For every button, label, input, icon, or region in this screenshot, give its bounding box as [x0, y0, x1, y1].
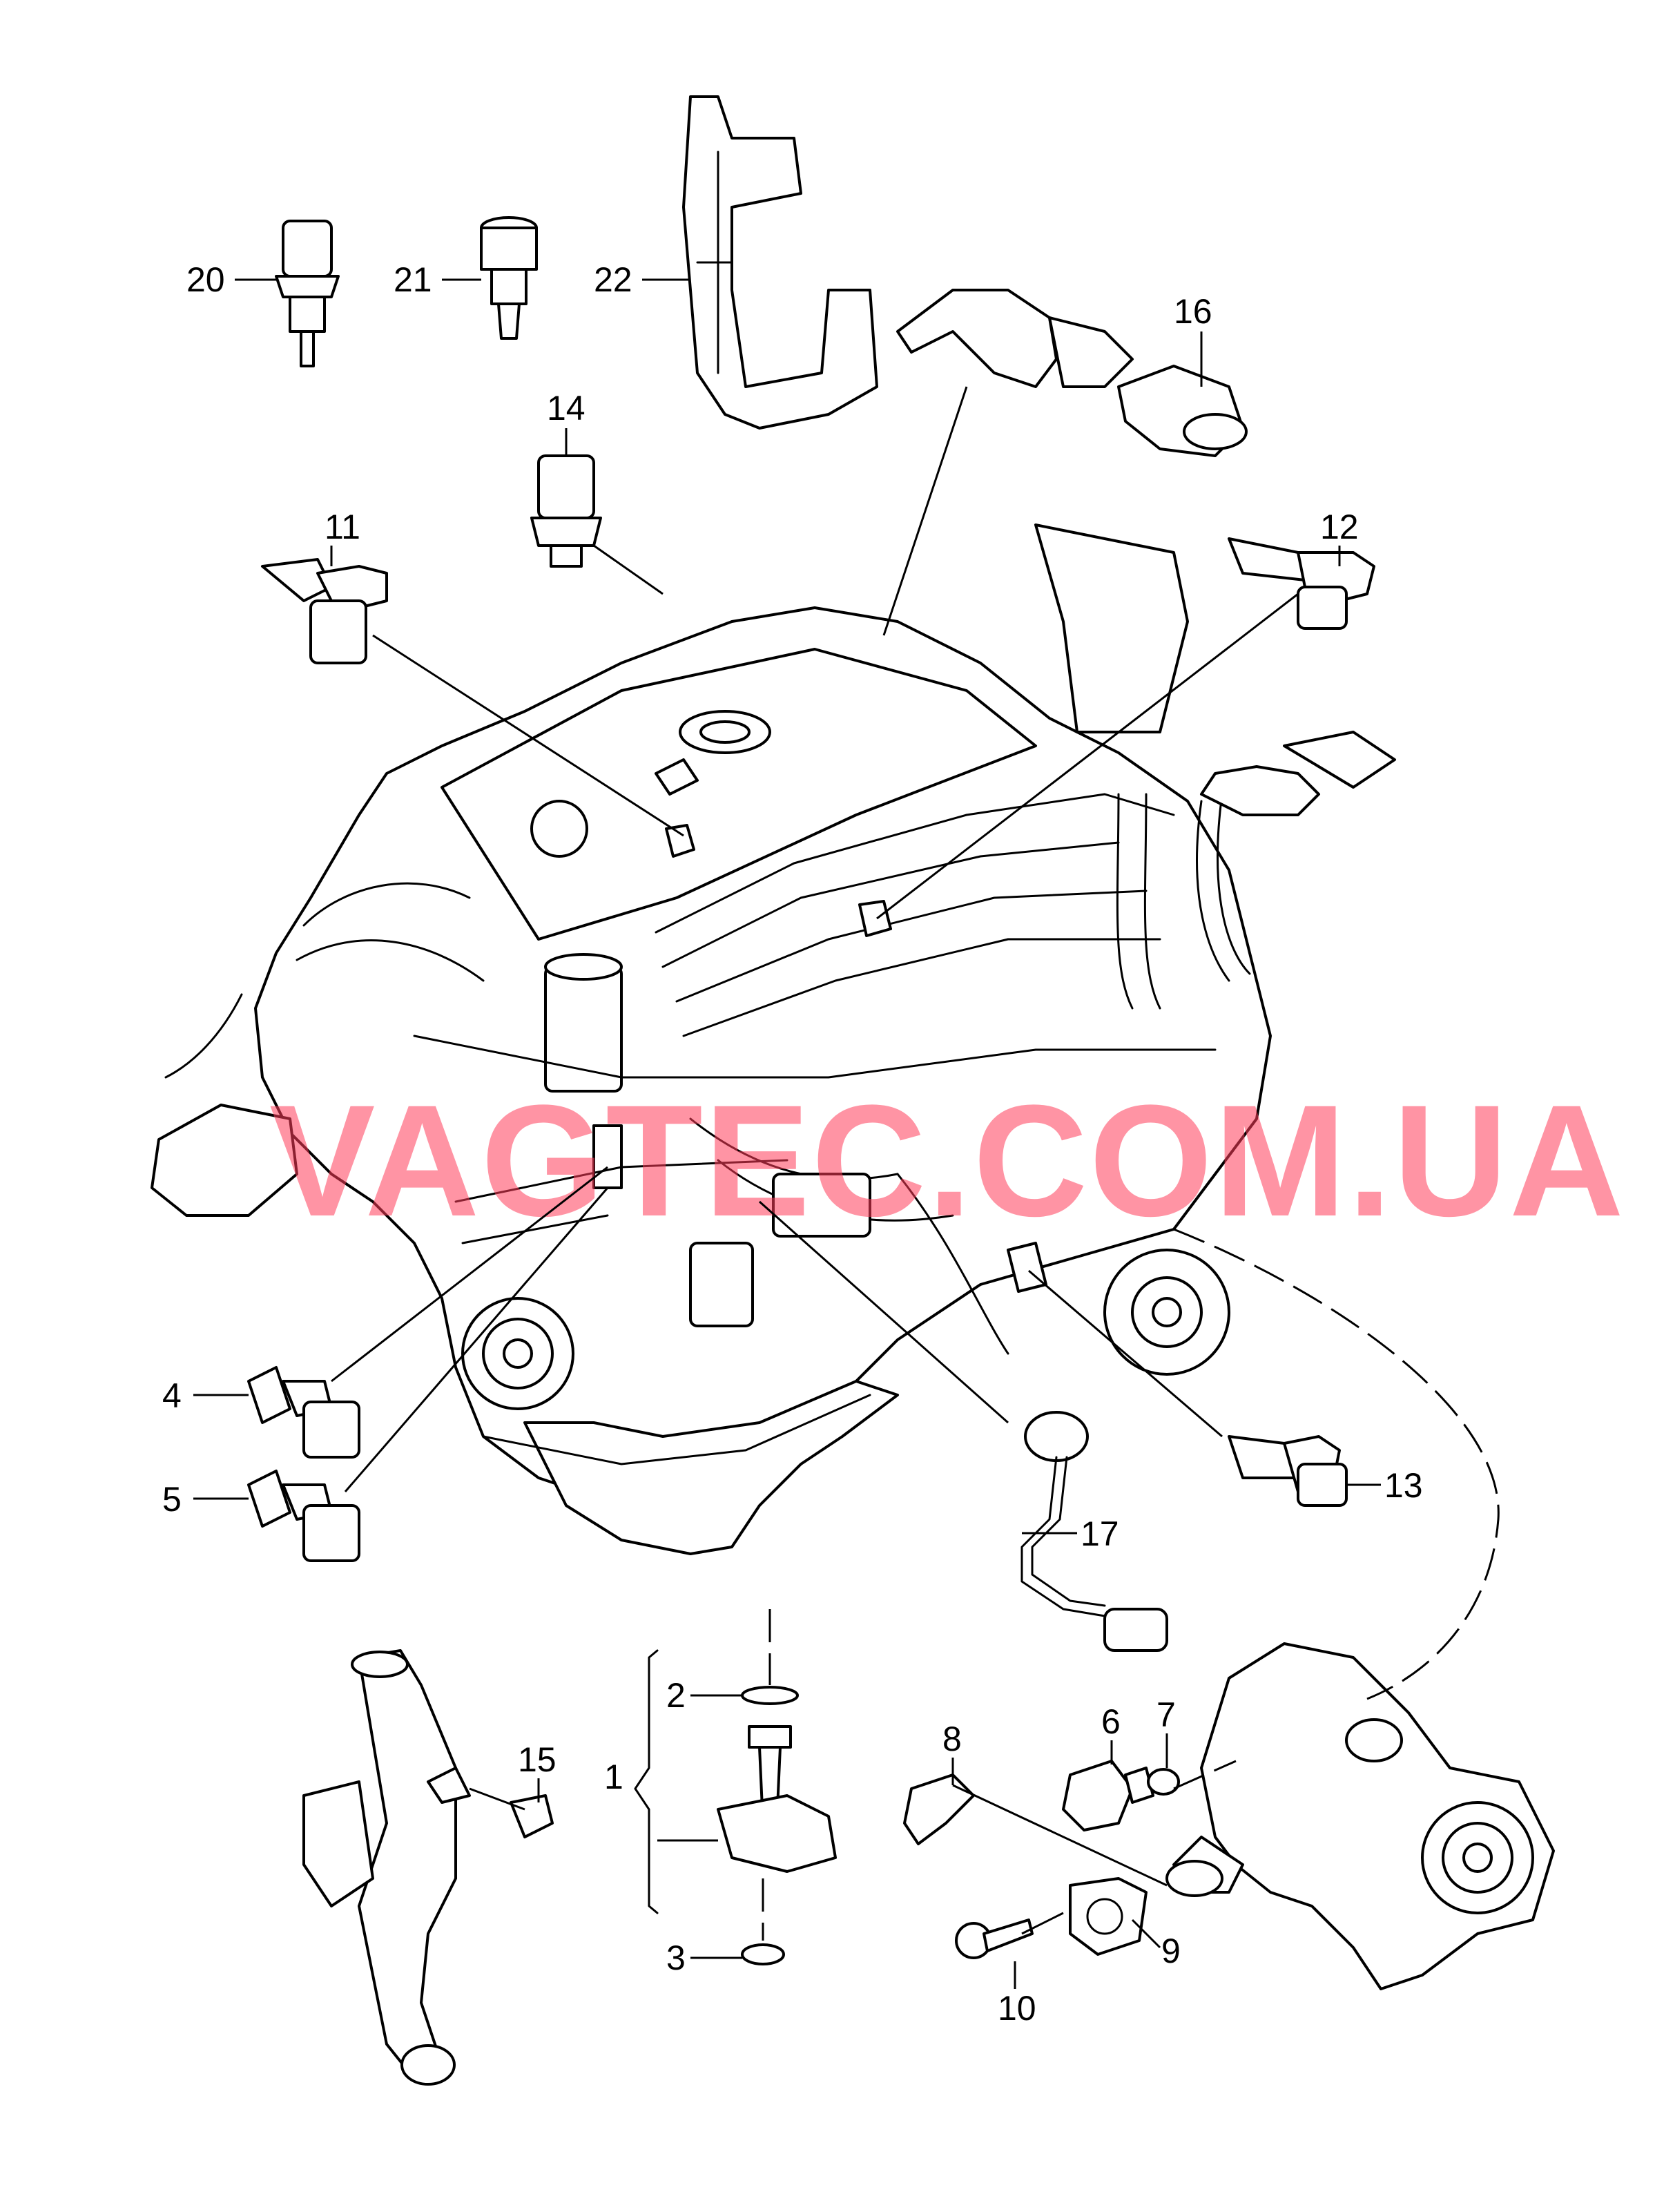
callout-7: 7 [1156, 1695, 1176, 1734]
part-7-o-ring [1147, 1768, 1180, 1796]
part-16-hose-sensor [896, 289, 1248, 457]
callout-16: 16 [1174, 292, 1212, 331]
part-9-flange [1069, 1877, 1148, 1956]
callout-20: 20 [186, 260, 225, 299]
callout-22: 22 [594, 260, 632, 299]
callout-12: 12 [1320, 508, 1359, 546]
part-5-oil-pressure-switch [247, 1470, 360, 1562]
callout-labels: 20 21 22 16 14 11 12 4 5 13 17 2 1 3 15 … [162, 260, 1423, 2028]
part-17-cable-sensor [1020, 1411, 1168, 1652]
watermark-text: VAGTEC.COM.UA [269, 1072, 1625, 1249]
callout-5: 5 [162, 1480, 182, 1519]
callout-17: 17 [1081, 1514, 1119, 1553]
engine-assembly [151, 523, 1396, 1555]
callout-15: 15 [518, 1740, 556, 1779]
callout-9: 9 [1161, 1932, 1181, 1970]
part-20-temp-sender [275, 220, 340, 367]
callout-13: 13 [1384, 1466, 1423, 1505]
part-4-oil-pressure-switch [247, 1366, 360, 1459]
callout-2: 2 [666, 1676, 686, 1715]
part-8-clip [903, 1773, 975, 1845]
callout-21: 21 [394, 260, 432, 299]
leader-lines [193, 278, 1500, 1989]
callout-6: 6 [1101, 1702, 1121, 1741]
callout-11: 11 [325, 508, 360, 546]
callout-4: 4 [162, 1376, 182, 1415]
part-1-oil-level-sensor [634, 1649, 837, 1965]
part-13-speed-sensor [1228, 1435, 1348, 1507]
callout-10: 10 [998, 1989, 1036, 2028]
water-pump [1165, 1642, 1555, 1990]
part-10-bolt [955, 1918, 1034, 1959]
callout-1: 1 [604, 1758, 623, 1796]
callout-8: 8 [942, 1720, 962, 1758]
callout-3: 3 [666, 1939, 686, 1977]
part-15-coolant-pipe [302, 1649, 554, 2086]
part-22-bracket [682, 95, 878, 430]
part-6-temperature-sensor [1062, 1760, 1154, 1831]
callout-14: 14 [547, 389, 585, 427]
part-12-position-sensor [1228, 537, 1375, 630]
part-21-temp-sensor [480, 216, 538, 340]
part-14-pressure-sensor [530, 454, 602, 568]
part-11-position-sensor [261, 558, 388, 664]
